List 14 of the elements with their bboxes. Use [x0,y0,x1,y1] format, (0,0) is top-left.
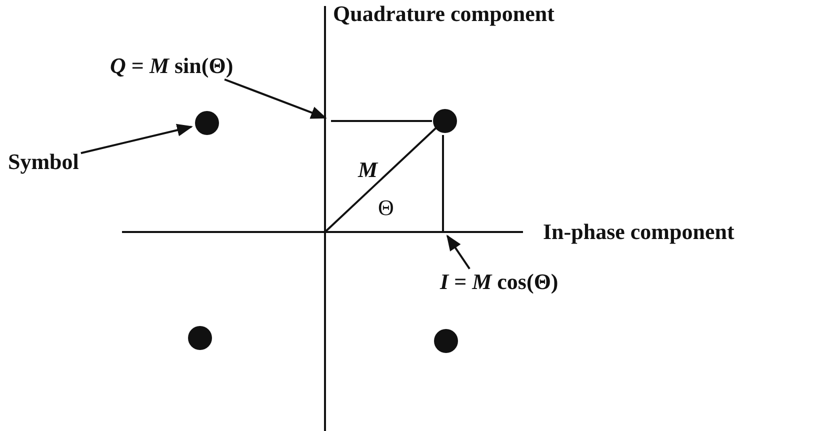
projection-line [331,120,432,122]
leader-arrow [224,78,327,119]
projection-line [442,135,444,231]
formula-label: I = M cos(Θ) [440,270,558,294]
symbol-dot [433,328,459,354]
leader-arrow [446,234,470,270]
symbol-dot [194,110,220,136]
callout-label: Symbol [8,150,79,174]
symbol-dot [432,108,458,134]
formula-label: Q = M sin(Θ) [110,54,234,78]
leader-arrow [80,124,193,154]
symbol-dot [187,325,213,351]
axis-title: In-phase component [543,220,734,244]
axis-title: Quadrature component [333,2,554,26]
